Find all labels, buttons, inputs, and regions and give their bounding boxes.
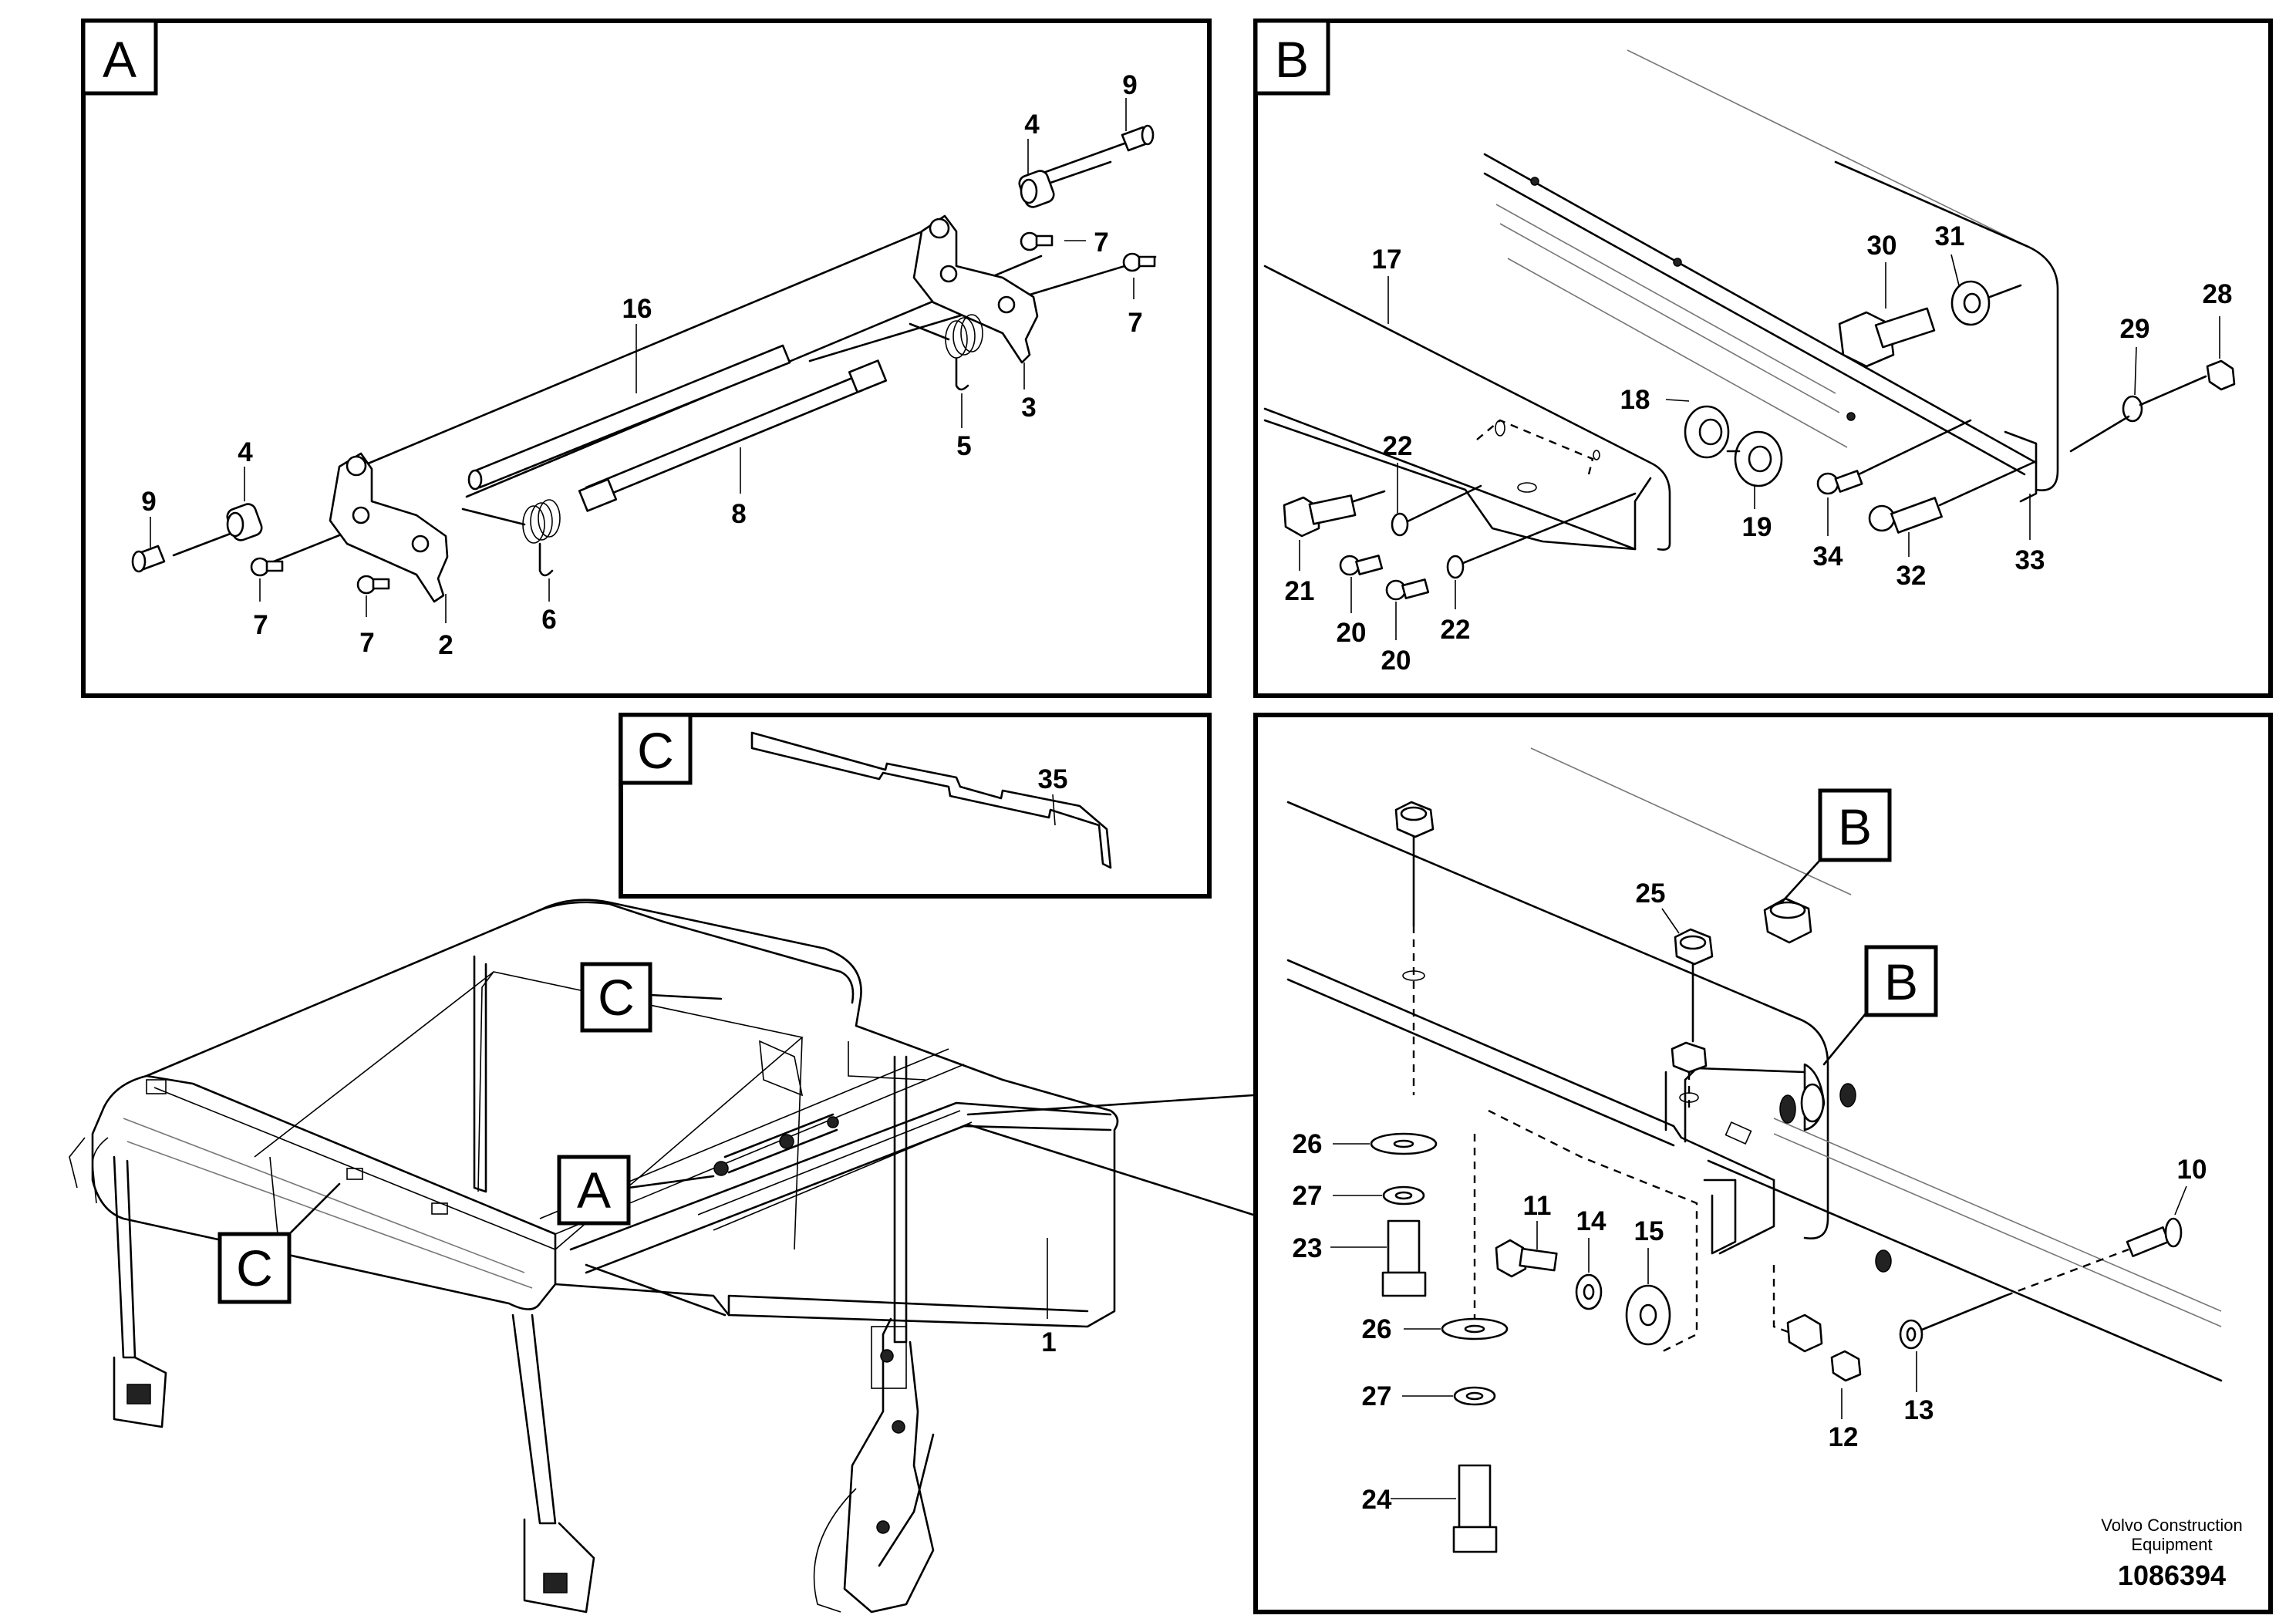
part-label-21: 21 xyxy=(1285,576,1315,606)
part-label-26: 26 xyxy=(1362,1314,1392,1344)
part-label-32: 32 xyxy=(1896,561,1927,591)
part-label-7: 7 xyxy=(359,628,374,658)
part-label-20: 20 xyxy=(1381,646,1411,676)
part-label-1: 1 xyxy=(1041,1327,1056,1357)
part-label-31: 31 xyxy=(1935,221,1965,251)
part-label-18: 18 xyxy=(1620,385,1650,415)
brand-line-1: Volvo Construction xyxy=(2101,1516,2242,1535)
part-label-24: 24 xyxy=(1362,1485,1392,1515)
part-label-8: 8 xyxy=(731,499,746,529)
panel-b: B xyxy=(1253,19,2273,698)
part-label-26: 26 xyxy=(1293,1129,1323,1159)
part-label-7: 7 xyxy=(253,610,268,640)
callout-c-label: C xyxy=(236,1239,273,1297)
brand-line-2: Equipment xyxy=(2131,1535,2212,1554)
drawing-number: 1086394 xyxy=(2118,1560,2226,1591)
panel-a: A xyxy=(81,19,1212,698)
part-label-30: 30 xyxy=(1867,231,1897,261)
part-label-17: 17 xyxy=(1372,244,1402,275)
panel-a-letter: A xyxy=(103,31,137,88)
part-label-14: 14 xyxy=(1576,1206,1607,1236)
callout-b-label: B xyxy=(1884,953,1918,1010)
part-label-11: 11 xyxy=(1523,1191,1552,1221)
part-label-2: 2 xyxy=(438,630,453,660)
part-label-33: 33 xyxy=(2015,545,2045,575)
part-label-25: 25 xyxy=(1636,878,1666,909)
part-label-27: 27 xyxy=(1293,1181,1323,1211)
part-label-22: 22 xyxy=(1441,615,1471,645)
part-label-3: 3 xyxy=(1021,393,1036,423)
part-label-6: 6 xyxy=(541,605,556,635)
part-label-15: 15 xyxy=(1634,1216,1664,1246)
part-label-10: 10 xyxy=(2177,1155,2207,1185)
part-label-5: 5 xyxy=(956,431,971,461)
part-label-20: 20 xyxy=(1337,618,1367,648)
part-label-13: 13 xyxy=(1904,1395,1934,1425)
panel-c: C 35 xyxy=(619,713,1212,899)
panel-detail: 25 26 27 23 11 14 15 10 26 27 24 12 13 B… xyxy=(1253,713,2273,1614)
cab-assembly: A C C 1 xyxy=(69,899,1255,1614)
part-label-9: 9 xyxy=(141,487,156,517)
part-label-23: 23 xyxy=(1293,1233,1323,1263)
part-label-34: 34 xyxy=(1813,541,1843,572)
panel-c-letter: C xyxy=(637,722,674,779)
part-label-27: 27 xyxy=(1362,1381,1392,1411)
callout-b-label: B xyxy=(1838,798,1872,855)
callout-a-label: A xyxy=(577,1162,611,1219)
panel-b-letter: B xyxy=(1275,31,1309,88)
part-label-35: 35 xyxy=(1038,764,1068,794)
part-label-29: 29 xyxy=(2120,314,2150,344)
part-label-12: 12 xyxy=(1829,1422,1859,1452)
part-label-16: 16 xyxy=(622,294,652,324)
part-label-28: 28 xyxy=(2203,279,2233,309)
part-label-4: 4 xyxy=(238,437,253,467)
callout-c-label: C xyxy=(598,969,635,1026)
part-label-9: 9 xyxy=(1122,70,1137,100)
part-label-7: 7 xyxy=(1128,308,1142,338)
part-label-22: 22 xyxy=(1383,431,1413,461)
part-label-4: 4 xyxy=(1024,110,1040,140)
part-label-7: 7 xyxy=(1094,228,1108,258)
part-label-19: 19 xyxy=(1742,512,1772,542)
